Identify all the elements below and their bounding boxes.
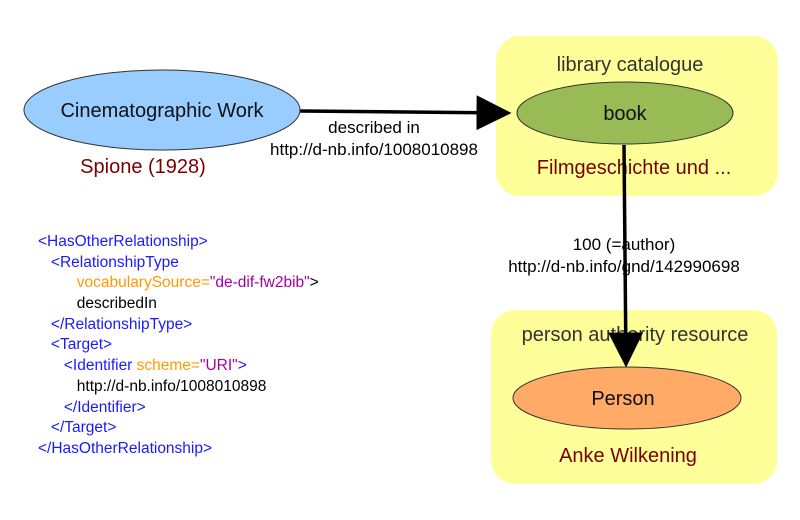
xml-tag-close: >: [237, 357, 247, 375]
edge-described-in-uri: http://d-nb.info/1008010898: [270, 140, 478, 159]
xml-line-3: vocabularySource="de-dif-fw2bib">: [38, 273, 319, 294]
node-person-caption: Anke Wilkening: [559, 445, 697, 467]
edge-author-uri: http://d-nb.info/gnd/142990698: [508, 257, 740, 276]
xml-line-5: </RelationshipType>: [38, 315, 319, 336]
xml-tag: <Identifier: [63, 357, 137, 375]
node-book-caption: Filmgeschichte und ...: [537, 157, 732, 179]
xml-text: http://d-nb.info/1008010898: [76, 377, 267, 395]
xml-tag: </Target>: [50, 419, 117, 437]
xml-tag: <Target>: [50, 336, 113, 354]
xml-line-4: describedIn: [38, 294, 319, 315]
edge-described-in-label: described in: [328, 118, 420, 137]
xml-line-6: <Target>: [38, 335, 319, 356]
node-book-label: book: [603, 103, 647, 125]
node-cinematographic-work-caption: Spione (1928): [80, 156, 206, 178]
xml-line-10: </Target>: [38, 418, 319, 439]
xml-line-11: </HasOtherRelationship>: [38, 439, 319, 460]
xml-value: "de-dif-fw2bib": [209, 274, 310, 292]
xml-tag: <HasOtherRelationship>: [38, 233, 208, 250]
xml-attribute: scheme=: [136, 357, 200, 375]
node-cinematographic-work-label: Cinematographic Work: [60, 100, 264, 122]
xml-snippet: <HasOtherRelationship> <RelationshipType…: [38, 232, 319, 460]
xml-value: "URI": [199, 357, 238, 375]
xml-tag: <RelationshipType: [50, 253, 179, 271]
xml-tag: </HasOtherRelationship>: [38, 439, 213, 457]
person-authority-title: person authority resource: [522, 324, 749, 346]
node-book: [516, 81, 734, 145]
xml-attribute: vocabularySource=: [76, 274, 210, 292]
node-cinematographic-work: [23, 69, 301, 151]
xml-tag: </RelationshipType>: [50, 315, 193, 333]
xml-tag: </Identifier>: [63, 398, 146, 416]
xml-line-9: </Identifier>: [38, 398, 319, 419]
xml-line-2: <RelationshipType: [38, 253, 319, 274]
library-catalogue-title: library catalogue: [557, 54, 704, 76]
edge-author-label: 100 (=author): [573, 235, 676, 254]
xml-line-7: <Identifier scheme="URI">: [38, 356, 319, 377]
xml-line-1: <HasOtherRelationship>: [38, 232, 319, 253]
xml-text: describedIn: [76, 295, 157, 313]
xml-tag-close: >: [309, 274, 319, 292]
xml-line-8: http://d-nb.info/1008010898: [38, 377, 319, 398]
edge-author: [608, 144, 644, 368]
edge-described-in: [299, 95, 512, 131]
node-person-label: Person: [591, 388, 654, 410]
